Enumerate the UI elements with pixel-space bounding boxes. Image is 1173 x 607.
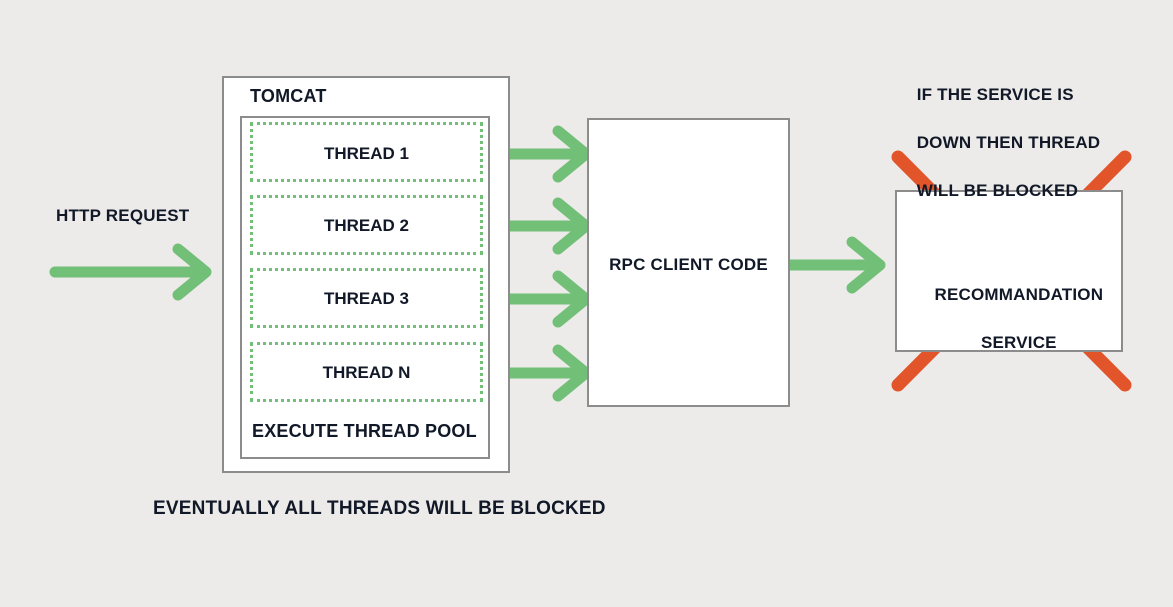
http-request-label: HTTP REQUEST xyxy=(56,206,190,225)
thread-label-n: THREAD N xyxy=(322,363,411,382)
arrow-http-request xyxy=(49,243,212,301)
service-down-note-line1: IF THE SERVICE IS xyxy=(916,85,1074,104)
thread-row xyxy=(250,195,483,255)
tomcat-title: TOMCAT xyxy=(250,86,327,106)
thread-row xyxy=(250,122,483,182)
thread-row xyxy=(250,342,483,402)
execute-thread-pool-label: EXECUTE THREAD POOL xyxy=(252,421,477,441)
recommendation-service-container xyxy=(895,190,1123,352)
arrow-rpc-to-recommendation-service xyxy=(784,236,886,294)
thread-row xyxy=(250,268,483,328)
thread-label-1: THREAD 1 xyxy=(323,144,409,163)
rpc-client-code-label: RPC CLIENT CODE xyxy=(609,255,768,274)
thread-label-2: THREAD 2 xyxy=(323,216,409,235)
recommendation-service-label-line2: SERVICE xyxy=(980,333,1057,352)
thread-label-3: THREAD 3 xyxy=(323,289,409,308)
service-down-note: IF THE SERVICE IS DOWN THEN THREAD WILL … xyxy=(897,59,1100,227)
rpc-client-code-container xyxy=(587,118,790,407)
recommendation-service-label: RECOMMANDATION SERVICE xyxy=(895,259,1123,379)
bottom-caption: EVENTUALLY ALL THREADS WILL BE BLOCKED xyxy=(153,498,606,519)
service-down-note-line3: WILL BE BLOCKED xyxy=(916,181,1079,200)
service-down-note-line2: DOWN THEN THREAD xyxy=(916,133,1101,152)
recommendation-service-label-line1: RECOMMANDATION xyxy=(934,285,1104,304)
